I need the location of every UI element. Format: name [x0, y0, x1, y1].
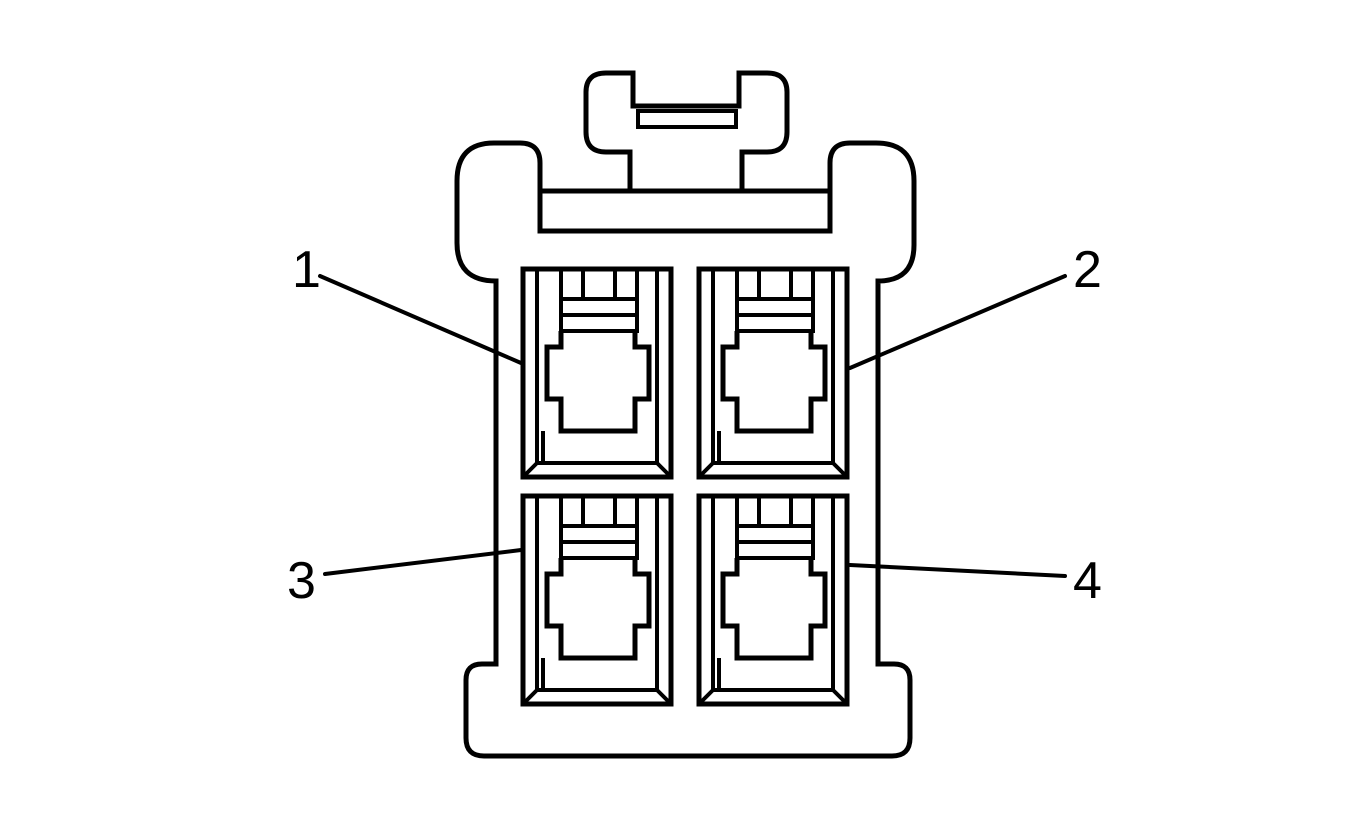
- pin-label-2: 2: [1073, 241, 1102, 299]
- pin-label-3: 3: [287, 552, 316, 610]
- top-bar: [537, 188, 833, 234]
- cavity-2: [699, 269, 847, 477]
- leader-line-1: [318, 274, 523, 365]
- pin-label-1: 1: [292, 241, 321, 299]
- latch-window: [636, 109, 738, 129]
- leader-line-4: [848, 563, 1067, 578]
- cavity-1: [523, 269, 671, 477]
- leader-line-2: [848, 274, 1067, 370]
- cavity-3: [523, 496, 671, 704]
- leader-line-3: [323, 548, 523, 576]
- connector-housing-outline: [454, 70, 917, 759]
- pin-label-4: 4: [1073, 552, 1102, 610]
- cavity-4: [699, 496, 847, 704]
